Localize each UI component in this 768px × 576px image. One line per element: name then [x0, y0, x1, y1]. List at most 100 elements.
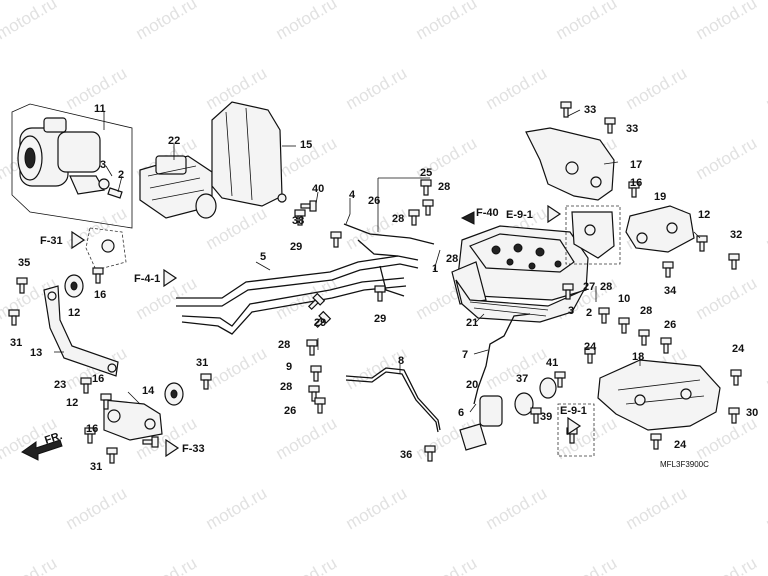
bolt-icon	[422, 199, 434, 216]
bolt-icon	[730, 369, 742, 386]
callout-c9: 9	[286, 361, 292, 373]
callout-c41: 41	[546, 357, 558, 369]
watermark-text: motod.ru	[763, 203, 768, 253]
callout-c17: 17	[630, 159, 642, 171]
watermark-text: motod.ru	[343, 203, 411, 253]
brake-pipes-main	[176, 223, 435, 335]
callout-c29a: 29	[290, 241, 302, 253]
watermark-text: motod.ru	[203, 483, 271, 533]
callout-c36: 36	[400, 449, 412, 461]
hydraulic-modulator	[451, 225, 589, 305]
watermark-text: motod.ru	[693, 553, 761, 576]
callout-c11: 11	[94, 103, 106, 115]
callout-c33a: 33	[584, 104, 596, 116]
watermark-text: motod.ru	[693, 0, 761, 43]
watermark-text: motod.ru	[203, 343, 271, 393]
callout-c26c: 26	[284, 405, 296, 417]
callout-c33b: 33	[626, 123, 638, 135]
watermark-text: motod.ru	[413, 553, 481, 576]
bolt-icon	[313, 310, 332, 329]
bolt-icon	[696, 235, 708, 252]
sensor-bracket	[103, 399, 163, 441]
bolt-icon	[660, 337, 672, 354]
watermark-text: motod.ru	[693, 133, 761, 183]
ref-e91-bottom-label: E-9-1	[560, 405, 587, 417]
ref-f41-label: F-4-1	[134, 273, 160, 285]
callout-c24a: 24	[584, 341, 597, 353]
callout-c14: 14	[142, 385, 155, 397]
bolt-icon	[200, 373, 212, 390]
starter-motor	[139, 155, 217, 219]
ref-f40-label: F-40	[476, 207, 499, 219]
bolt-icon	[530, 407, 542, 424]
callout-c19: 19	[654, 191, 666, 203]
modulator-motor-assembly	[11, 103, 133, 229]
ref-f40: F-40	[460, 207, 499, 225]
callout-c2b: 2	[586, 307, 592, 319]
callout-c6: 6	[458, 407, 464, 419]
callout-c4: 4	[349, 189, 356, 201]
callout-c29b: 29	[314, 317, 326, 329]
callout-c18: 18	[632, 351, 644, 363]
bolt-icon	[8, 309, 20, 326]
callout-c12a: 12	[698, 209, 710, 221]
bolt-icon	[307, 292, 326, 311]
callout-c5: 5	[260, 251, 266, 263]
watermark-text: motod.ru	[483, 63, 551, 113]
callout-c13: 13	[30, 347, 42, 359]
callout-c31a: 31	[10, 337, 22, 349]
callout-c7: 7	[462, 349, 468, 361]
watermark-text: motod.ru	[623, 63, 691, 113]
bolt-icon	[306, 339, 318, 356]
abs-cover	[211, 101, 287, 207]
callout-c12c: 12	[66, 397, 78, 409]
callout-c2a: 2	[118, 169, 124, 181]
bolt-icon	[308, 385, 320, 402]
bolt-icon	[80, 377, 92, 394]
bolt-icon	[662, 261, 674, 278]
bolt-icon	[554, 371, 566, 388]
callout-c31c: 31	[90, 461, 102, 473]
bolt-icon	[16, 277, 28, 294]
bolt-icon	[420, 179, 432, 196]
watermark-text: motod.ru	[763, 63, 768, 113]
callout-c40: 40	[312, 183, 324, 195]
ref-e91-top-label: E-9-1	[506, 209, 533, 221]
watermark-text: motod.ru	[483, 483, 551, 533]
bolt-icon	[314, 397, 326, 414]
watermark-text: motod.ru	[343, 63, 411, 113]
front-direction-arrow: FR.	[21, 430, 64, 461]
callout-c28g: 28	[280, 381, 292, 393]
ref-box-e91-bottom	[557, 403, 595, 457]
callout-c10: 10	[618, 293, 630, 305]
bracket-stay	[43, 285, 119, 377]
callout-c3b: 3	[568, 305, 574, 317]
watermark-text: motod.ru	[63, 483, 131, 533]
callout-c16d: 16	[86, 423, 98, 435]
callout-c30: 30	[746, 407, 758, 419]
bolt-icon	[300, 200, 317, 212]
ref-f41: F-4-1	[134, 268, 178, 288]
brake-pipe-8	[345, 367, 441, 433]
bolt-icon	[604, 117, 616, 134]
ref-f31-label: F-31	[40, 235, 63, 247]
ref-e91-bottom: E-9-1	[560, 405, 587, 436]
callout-c32: 32	[730, 229, 742, 241]
callout-c23: 23	[54, 379, 66, 391]
callout-c16a: 16	[630, 177, 642, 189]
callout-c39: 39	[540, 411, 552, 423]
watermark-text: motod.ru	[343, 483, 411, 533]
callout-c38: 38	[292, 215, 304, 227]
watermark-text: motod.ru	[763, 483, 768, 533]
pressure-sensor	[459, 377, 557, 451]
bolt-icon	[618, 317, 630, 334]
ref-f33-label: F-33	[182, 443, 205, 455]
callout-c12b: 12	[68, 307, 80, 319]
watermark-text: motod.ru	[553, 0, 621, 43]
f31-bracket	[85, 227, 127, 271]
bolt-icon	[106, 447, 118, 464]
leader-lines	[54, 109, 701, 413]
callout-c22: 22	[168, 135, 180, 147]
bolt-icon	[100, 393, 112, 410]
watermark-text: motod.ru	[623, 483, 691, 533]
